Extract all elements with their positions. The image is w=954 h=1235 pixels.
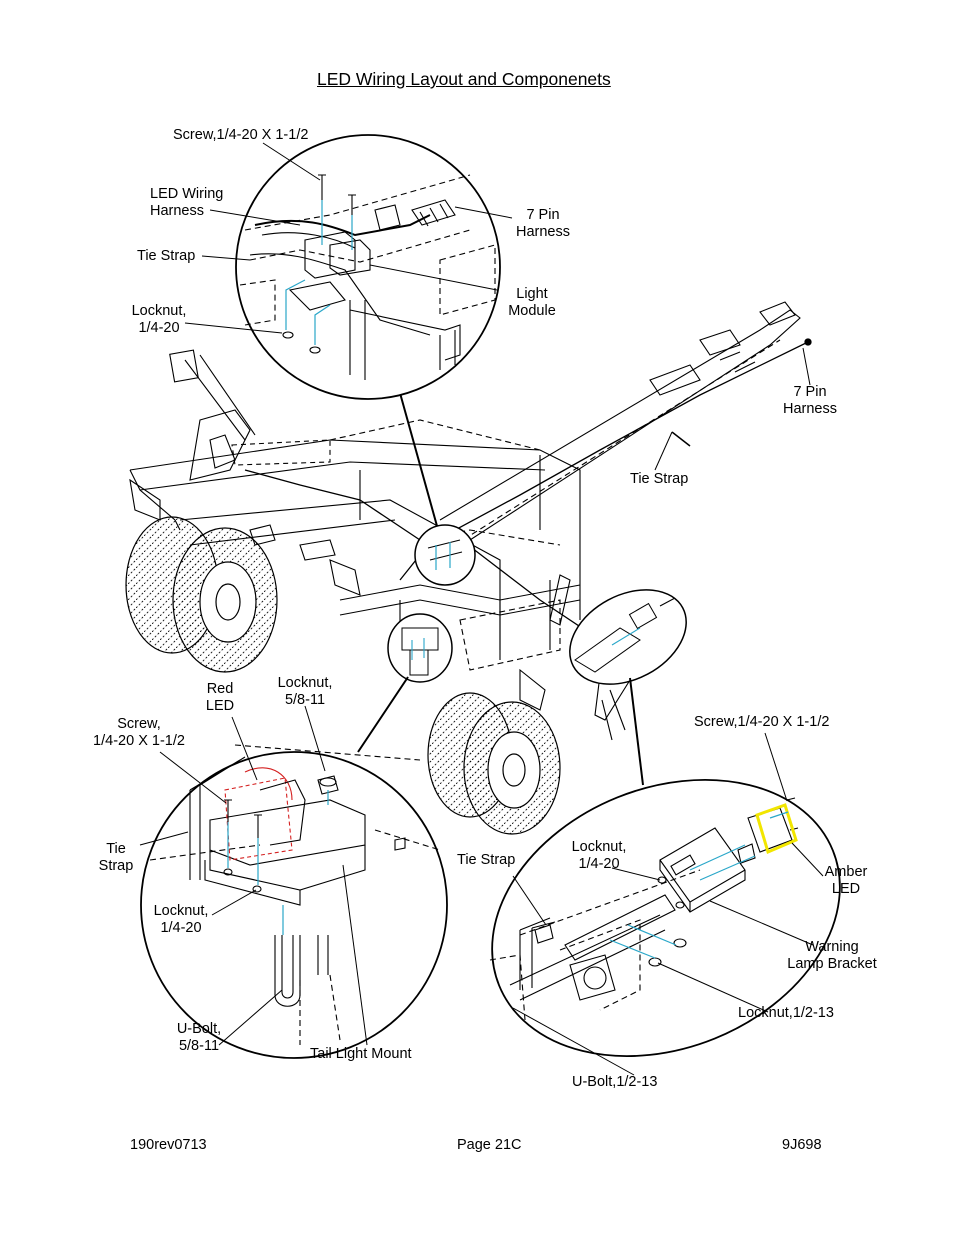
label-locknut-top: Locknut, 1/4-20	[131, 303, 187, 336]
footer-revision: 190rev0713	[130, 1137, 207, 1153]
label-u-bolt-5-8: U-Bolt, 5/8-11	[176, 1021, 222, 1054]
callout-circle-center	[414, 524, 476, 586]
label-amber-led: Amber LED	[824, 864, 868, 897]
label-tie-strap-right: Tie Strap	[457, 852, 516, 868]
footer-part-number: 9J698	[782, 1137, 822, 1153]
front-wheels	[125, 516, 278, 673]
label-warning-lamp-bracket: Warning Lamp Bracket	[787, 939, 877, 972]
label-tie-strap-middle: Tie Strap	[630, 471, 689, 487]
label-locknut-5-8: Locknut, 5/8-11	[277, 675, 333, 708]
callout-circle-right-lamp	[569, 589, 687, 685]
label-screw-top: Screw,1/4-20 X 1-1/2	[173, 127, 309, 143]
label-7-pin-harness-top: 7 Pin Harness	[516, 207, 570, 240]
label-locknut-left: Locknut, 1/4-20	[153, 903, 209, 936]
label-tail-light-mount: Tail Light Mount	[310, 1046, 412, 1062]
label-red-led: Red LED	[205, 681, 235, 714]
label-tie-strap-left: Tie Strap	[98, 841, 134, 874]
label-screw-left: Screw, 1/4-20 X 1-1/2	[93, 716, 185, 749]
label-locknut-1-2: Locknut,1/2-13	[738, 1005, 834, 1021]
detail-circle-tail-light	[140, 744, 448, 1059]
label-led-wiring-harness: LED Wiring Harness	[150, 186, 224, 219]
page-title: LED Wiring Layout and Componenets	[317, 69, 611, 89]
callout-circle-left-tail	[387, 613, 453, 683]
rear-wheels	[427, 692, 561, 835]
footer-page-number: Page 21C	[457, 1137, 522, 1153]
label-locknut-right: Locknut, 1/4-20	[571, 839, 627, 872]
trailer-frame	[129, 301, 801, 741]
label-7-pin-harness-right: 7 Pin Harness	[783, 384, 837, 417]
callout-leaders	[139, 142, 824, 1076]
detail-leader-lines	[357, 392, 644, 786]
detail-ellipse-warning-lamp	[489, 778, 841, 1058]
label-tie-strap-top: Tie Strap	[137, 248, 196, 264]
label-light-module: Light Module	[508, 286, 556, 319]
label-u-bolt-1-2: U-Bolt,1/2-13	[572, 1074, 658, 1090]
label-screw-right: Screw,1/4-20 X 1-1/2	[694, 714, 830, 730]
detail-circle-top	[235, 134, 501, 400]
